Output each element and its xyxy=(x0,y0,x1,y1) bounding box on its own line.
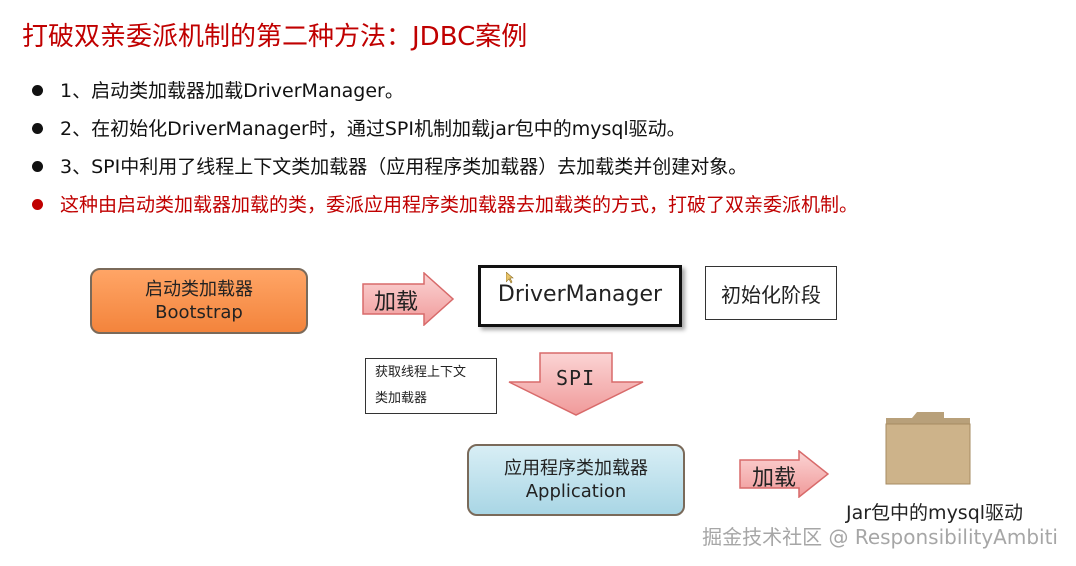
thread-context-line2: 类加载器 xyxy=(375,391,428,406)
bootstrap-loader-name: 启动类加载器 xyxy=(145,279,253,300)
bullet-item: 1、启动类加载器加载DriverManager。 xyxy=(30,72,858,110)
load-arrow-label: 加载 xyxy=(752,466,797,491)
bullet-text: 1、启动类加载器加载DriverManager。 xyxy=(60,80,404,102)
application-loader-box: 应用程序类加载器 Application xyxy=(467,444,685,516)
thread-context-note: 获取线程上下文 类加载器 xyxy=(365,358,497,414)
right-arrow-icon xyxy=(362,272,454,326)
load-arrow-label: 加载 xyxy=(374,290,419,315)
right-arrow-icon xyxy=(739,450,829,498)
cursor-icon xyxy=(506,272,514,284)
bullet-dot-icon xyxy=(32,123,43,134)
bullet-item: 2、在初始化DriverManager时，通过SPI机制加载jar包中的mysq… xyxy=(30,110,858,148)
init-stage-label: 初始化阶段 xyxy=(721,282,821,307)
bullet-text: 这种由启动类加载器加载的类，委派应用程序类加载器去加载类的方式，打破了双亲委派机… xyxy=(60,194,859,216)
down-arrow-icon xyxy=(508,352,644,416)
bullet-dot-icon xyxy=(32,161,43,172)
watermark: 掘金技术社区 @ ResponsibilityAmbiti xyxy=(702,525,1058,549)
folder-icon xyxy=(885,412,971,485)
spi-arrow-label: SPI xyxy=(556,366,596,390)
bullet-item-highlight: 这种由启动类加载器加载的类，委派应用程序类加载器去加载类的方式，打破了双亲委派机… xyxy=(30,186,858,224)
driver-manager-label: DriverManager xyxy=(497,282,663,307)
application-loader-label: Application xyxy=(525,481,627,502)
bullet-dot-icon xyxy=(32,85,43,96)
bullet-text: 2、在初始化DriverManager时，通过SPI机制加载jar包中的mysq… xyxy=(60,118,686,140)
slide-title: 打破双亲委派机制的第二种方法：JDBC案例 xyxy=(22,22,528,52)
bootstrap-loader-label: Bootstrap xyxy=(155,302,243,323)
bootstrap-loader-box: 启动类加载器 Bootstrap xyxy=(90,268,308,334)
bullet-item: 3、SPI中利用了线程上下文类加载器（应用程序类加载器）去加载类并创建对象。 xyxy=(30,148,858,186)
driver-manager-box: DriverManager xyxy=(478,265,682,327)
application-loader-name: 应用程序类加载器 xyxy=(504,458,648,479)
bullet-text: 3、SPI中利用了线程上下文类加载器（应用程序类加载器）去加载类并创建对象。 xyxy=(60,156,748,178)
jar-driver-label: Jar包中的mysql驱动 xyxy=(846,502,1024,524)
thread-context-line1: 获取线程上下文 xyxy=(375,365,467,380)
bullet-list: 1、启动类加载器加载DriverManager。 2、在初始化DriverMan… xyxy=(30,72,858,224)
bullet-dot-icon xyxy=(32,199,43,210)
init-stage-box: 初始化阶段 xyxy=(705,266,837,320)
